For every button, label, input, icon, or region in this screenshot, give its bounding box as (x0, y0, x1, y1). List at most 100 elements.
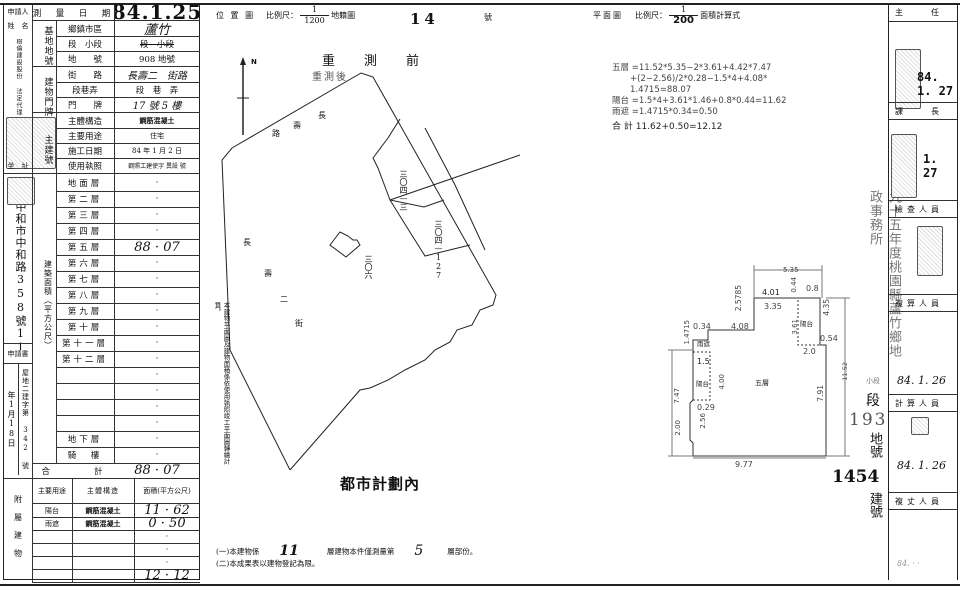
floor-area-value: · (155, 450, 159, 460)
parcel-304-127: 三〇四—127 (434, 220, 443, 280)
approval-panel: 主 任 84. 1. 27 課 長 1. 27 檢查人員 複算人員 84. 1.… (888, 4, 958, 580)
floor-area-value: · (155, 338, 159, 348)
floor-label: 第十二層 (61, 355, 108, 365)
formula-line-4: 陽台 =1.5*4+3.61*1.46+0.8*0.44=11.62 (612, 96, 787, 106)
subsection-prefix: 小段 (866, 377, 880, 385)
annex-area: · (165, 557, 169, 568)
dim-5-35: 5.35 (783, 266, 799, 274)
annex-area: 11 · 62 (144, 504, 190, 517)
dim-11-52: 11.52 (841, 362, 849, 381)
floor-area-value: · (155, 194, 159, 204)
survey-date-label: 測 量 日 期 (32, 8, 114, 19)
usage-value: 住宅 (150, 131, 164, 140)
row-divider (56, 431, 200, 432)
floor-area-value: · (155, 402, 159, 412)
address-value: 縣中和市中和路358號11樓 (14, 205, 27, 350)
floor-area-value: · (155, 210, 159, 220)
annex-area: · (165, 531, 169, 542)
row-divider (56, 303, 200, 304)
construction-date-value: 84 年 1 月 2 日 (132, 146, 182, 155)
location-map-title: 位 置 圖 (216, 11, 256, 20)
license-value: 鋼照工建使字 異設 號 (128, 163, 186, 170)
director-date: 84. 1. 27 (917, 70, 954, 98)
floor-label: 第九層 (67, 307, 103, 317)
total-label: 合 計 (41, 466, 105, 477)
formula-line-2: +(2−2.56)/2*0.28−1.5*4+4.08* (630, 74, 768, 84)
street-value: 長壽二 街路 (127, 71, 187, 82)
footer-note-1-mid: 層建物本件僅測量第 (326, 546, 395, 556)
row-divider (32, 556, 200, 557)
main-building-label: 主建號 (42, 135, 53, 165)
floor-label: 第十一層 (61, 339, 108, 349)
cadastral-map-label: 地籍圖 (331, 11, 356, 20)
dim-1-4715: 1.4715 (683, 320, 691, 345)
dim-2-00: 2.00 (674, 420, 682, 436)
road-label-2: 壽 (293, 121, 301, 130)
row-divider (56, 255, 200, 256)
floor-label: 第十層 (67, 323, 103, 333)
dim-0-34: 0.34 (693, 322, 711, 331)
page-top-border (0, 3, 960, 5)
dim-4-35: 4.35 (822, 299, 831, 316)
land-number: 193 (849, 410, 888, 430)
building-number-label: 建號 (867, 492, 882, 518)
district-label: 鄉鎮市區 (67, 24, 102, 35)
row-divider (56, 383, 200, 384)
floor-label: 第七層 (67, 275, 103, 285)
fp-scale-label: 比例尺： (635, 11, 667, 20)
row-divider (56, 287, 200, 288)
annex-use (32, 569, 72, 582)
survey-date-value: 84.1.25 (114, 3, 200, 20)
scale-denominator: 1200 (304, 16, 325, 25)
dim-0-44: 0.44 (790, 277, 798, 293)
dim-0-8: 0.8 (806, 284, 819, 293)
sheet-suffix: 號 (484, 13, 492, 22)
floor-label (56, 415, 114, 431)
dim-3-61: 3.61 (791, 319, 799, 335)
land-number-label: 地號 (867, 432, 882, 458)
section-value: 段 小段 (139, 39, 174, 50)
application-number: 屋地二建字第 342 號 (21, 369, 30, 470)
row-divider (32, 517, 200, 518)
district-value: 蘆竹 (143, 23, 170, 36)
floor-plan-scale: 比例尺： 1 200 面積計算式 (635, 5, 740, 26)
fp-scale-numerator: 1 (669, 5, 699, 16)
room-label-main: 五層 (755, 379, 769, 387)
dim-7-91: 7.91 (816, 385, 825, 402)
floor-area-value: · (155, 354, 159, 364)
lane-label: 段巷弄 (72, 85, 98, 96)
floor-area-value: · (155, 290, 159, 300)
floor-label: 地面層 (67, 179, 103, 189)
floor-area-value: · (155, 258, 159, 268)
total-floors: 11 (279, 543, 299, 559)
row-divider (56, 367, 200, 368)
annex-structure (72, 530, 134, 543)
floor-label: 第二層 (67, 195, 103, 205)
floor-label: 第六層 (67, 259, 103, 269)
room-label-balcony-right: 陽台 (800, 320, 813, 328)
row-divider (56, 239, 200, 240)
north-arrow-icon (237, 57, 249, 135)
address-stamp (7, 177, 35, 205)
floor-area-value: · (155, 306, 159, 316)
surveyor-date: 84. · · (897, 559, 920, 568)
dim-9-77: 9.77 (735, 460, 753, 469)
floor-label (56, 383, 114, 399)
street-label-4: 街 (295, 319, 303, 328)
usage-label: 主要用途 (67, 131, 102, 142)
name-label: 姓 名 (7, 22, 29, 30)
building-number: 1454 (832, 467, 880, 487)
floor-label (56, 367, 114, 383)
construction-date-label: 施工日期 (67, 146, 102, 157)
formula-line-1: 五層 =11.52*5.35−2*3.61+4.42*7.47 (612, 63, 772, 73)
floor-label: 第五層 (67, 243, 103, 253)
formula-line-5: 雨遮 =1.4715*0.34=0.50 (612, 107, 718, 117)
footer-note-1-suffix: 層部份。 (447, 546, 478, 556)
row-divider (32, 530, 200, 531)
parcel-304-3: 三〇四—三 (399, 170, 408, 211)
row-divider (56, 319, 200, 320)
row-divider (56, 399, 200, 400)
annex-structure: 鋼筋混凝土 (85, 518, 121, 528)
floor-label: 第八層 (67, 291, 103, 301)
row-divider (56, 223, 200, 224)
